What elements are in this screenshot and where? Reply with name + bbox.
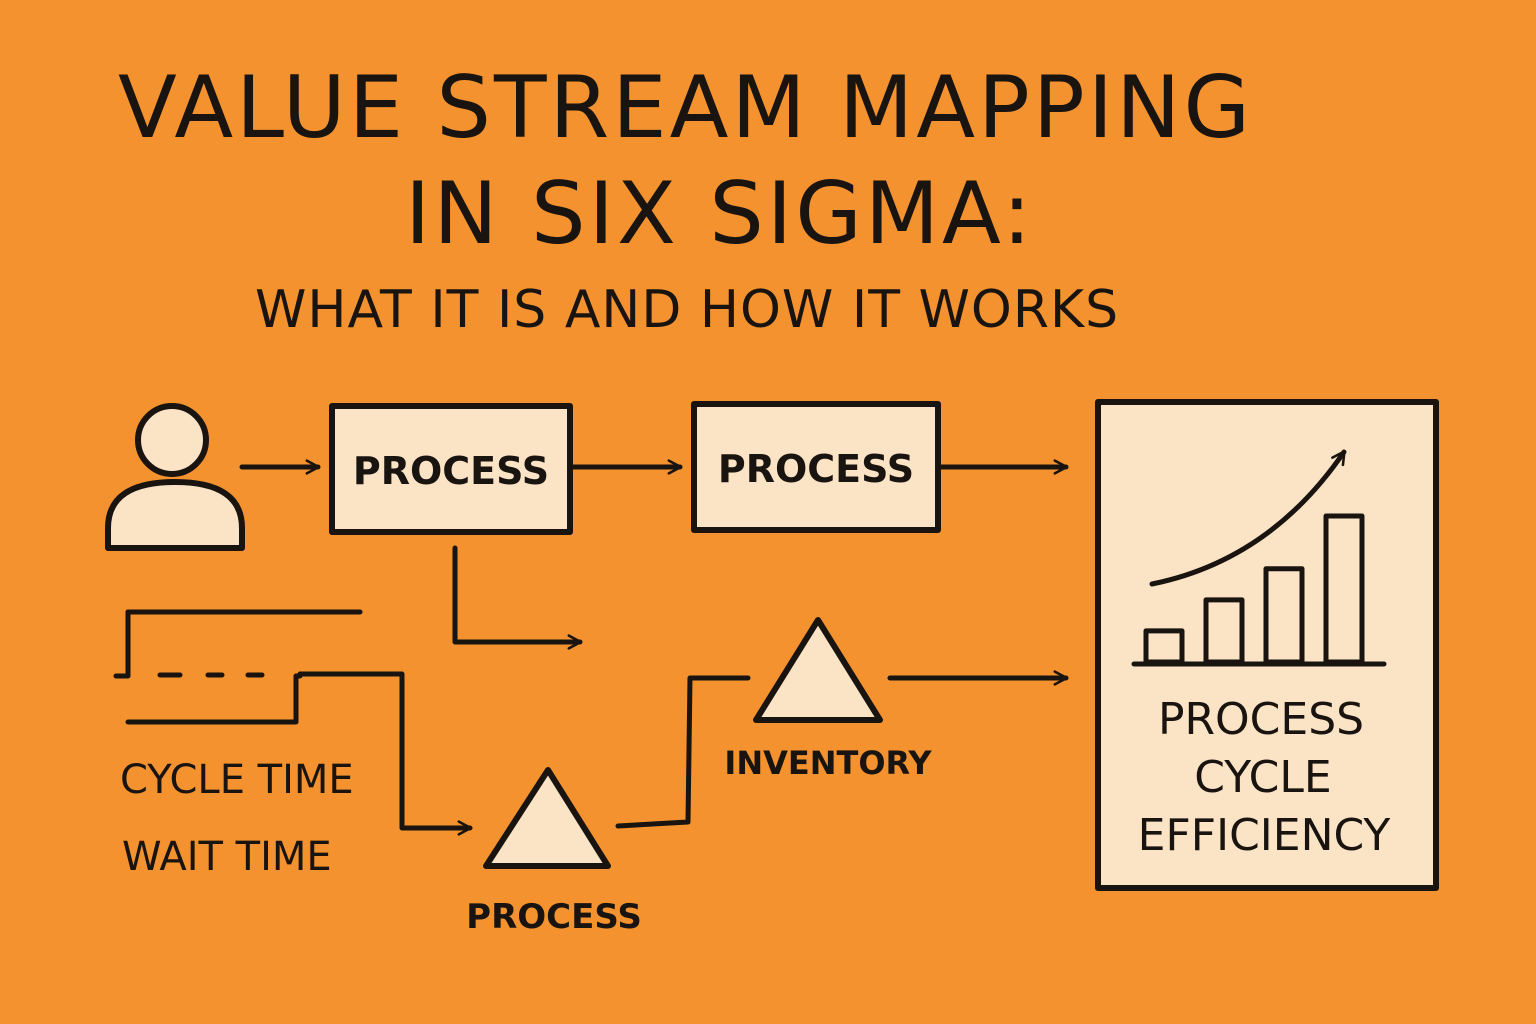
arrow-timeline-to-triangle bbox=[297, 671, 473, 836]
process-box-2-label: PROCESS bbox=[718, 447, 914, 491]
triangle-process-label: PROCESS bbox=[466, 897, 642, 937]
title-line-2: IN SIX SIGMA: bbox=[405, 164, 1035, 264]
wait-time-label: WAIT TIME bbox=[122, 834, 332, 880]
process-box-2 bbox=[691, 401, 941, 533]
result-line-1: PROCESS bbox=[1158, 694, 1364, 745]
result-line-3: EFFICIENCY bbox=[1138, 810, 1391, 861]
subtitle: WHAT IT IS AND HOW IT WORKS bbox=[255, 280, 1120, 340]
arrow-process-down bbox=[452, 545, 583, 650]
result-line-2: CYCLE bbox=[1194, 752, 1331, 803]
cycle-time-label: CYCLE TIME bbox=[120, 757, 354, 803]
timeline-ladder bbox=[113, 609, 363, 725]
connector-triangle-to-inventory bbox=[615, 675, 751, 829]
title-line-1: VALUE STREAM MAPPING bbox=[118, 58, 1254, 158]
trend-arrow bbox=[1149, 449, 1347, 587]
person-icon bbox=[105, 403, 245, 551]
inventory-label: INVENTORY bbox=[724, 744, 932, 782]
chart-bar bbox=[1323, 513, 1365, 665]
chart-bar bbox=[1143, 628, 1185, 665]
chart-bar bbox=[1203, 597, 1245, 665]
process-triangle bbox=[483, 767, 611, 869]
chart-bar bbox=[1263, 566, 1305, 665]
process-box-1-label: PROCESS bbox=[353, 449, 549, 493]
inventory-triangle bbox=[753, 617, 883, 723]
